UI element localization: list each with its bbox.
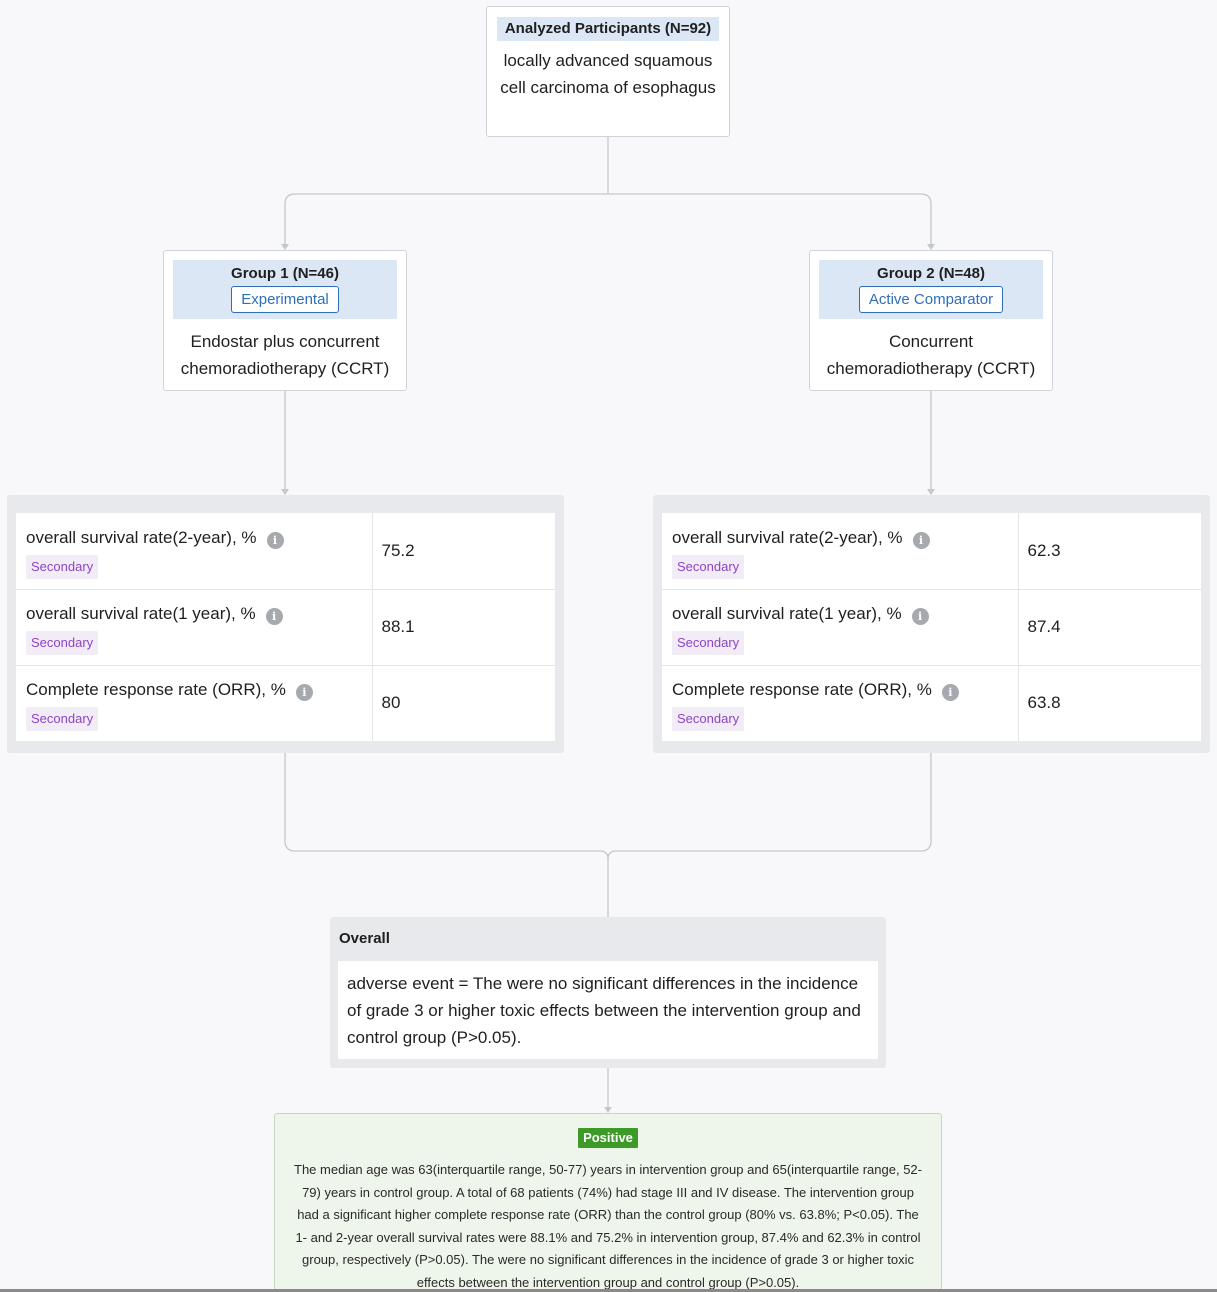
table-row: overall survival rate(2-year), % i Second… (662, 513, 1201, 589)
positive-badge: Positive (578, 1128, 638, 1148)
outcome-type-badge: Secondary (26, 555, 98, 579)
table-row: Complete response rate (ORR), % i Seconda… (16, 665, 555, 741)
group-2-outcomes-panel: overall survival rate(2-year), % i Second… (653, 495, 1210, 753)
outcome-type-badge: Secondary (26, 707, 98, 731)
info-icon[interactable]: i (913, 532, 930, 549)
outcome-label-cell: overall survival rate(1 year), % i Second… (662, 589, 1018, 665)
outcome-name: overall survival rate(2-year), % (26, 525, 257, 551)
outcome-label-cell: Complete response rate (ORR), % i Seconda… (16, 665, 372, 741)
group-1-arm-tag: Experimental (231, 286, 339, 313)
table-row: overall survival rate(2-year), % i Second… (16, 513, 555, 589)
group-1-outcomes-table: overall survival rate(2-year), % i Second… (16, 513, 555, 741)
outcome-name: Complete response rate (ORR), % (26, 677, 286, 703)
outcome-name: overall survival rate(1 year), % (26, 601, 256, 627)
outcome-value: 88.1 (372, 589, 555, 665)
overall-title: Overall (338, 917, 878, 961)
outcome-name: overall survival rate(2-year), % (672, 525, 903, 551)
outcome-type-badge: Secondary (26, 631, 98, 655)
participants-box: Analyzed Participants (N=92) locally adv… (486, 6, 730, 137)
outcome-name: Complete response rate (ORR), % (672, 677, 932, 703)
outcome-label-cell: overall survival rate(2-year), % i Second… (16, 513, 372, 589)
outcome-value: 80 (372, 665, 555, 741)
outcome-type-badge: Secondary (672, 707, 744, 731)
group-2-title: Group 2 (N=48) (819, 264, 1043, 284)
group-1-outcomes-panel: overall survival rate(2-year), % i Second… (7, 495, 564, 753)
info-icon[interactable]: i (912, 608, 929, 625)
group-1-title: Group 1 (N=46) (173, 264, 397, 284)
participants-description: locally advanced squamous cell carcinoma… (487, 41, 729, 101)
table-row: Complete response rate (ORR), % i Seconda… (662, 665, 1201, 741)
group-2-header: Group 2 (N=48) Active Comparator (819, 260, 1043, 319)
outcome-label-cell: Complete response rate (ORR), % i Seconda… (662, 665, 1018, 741)
outcome-value: 75.2 (372, 513, 555, 589)
outcome-type-badge: Secondary (672, 631, 744, 655)
overall-box: Overall adverse event = The were no sign… (330, 917, 886, 1068)
outcome-value: 87.4 (1018, 589, 1201, 665)
outcome-name: overall survival rate(1 year), % (672, 601, 902, 627)
group-2-box: Group 2 (N=48) Active Comparator Concurr… (809, 250, 1053, 391)
group-2-intervention: Concurrent chemoradiotherapy (CCRT) (810, 319, 1052, 382)
outcome-value: 62.3 (1018, 513, 1201, 589)
outcome-label-cell: overall survival rate(1 year), % i Second… (16, 589, 372, 665)
group-1-box: Group 1 (N=46) Experimental Endostar plu… (163, 250, 407, 391)
group-2-arm-tag: Active Comparator (859, 286, 1003, 313)
info-icon[interactable]: i (942, 684, 959, 701)
info-icon[interactable]: i (267, 532, 284, 549)
group-1-intervention: Endostar plus concurrent chemoradiothera… (164, 319, 406, 382)
conclusion-box: Positive The median age was 63(interquar… (274, 1113, 942, 1292)
overall-text: adverse event = The were no significant … (338, 961, 878, 1059)
info-icon[interactable]: i (266, 608, 283, 625)
table-row: overall survival rate(1 year), % i Second… (662, 589, 1201, 665)
table-row: overall survival rate(1 year), % i Second… (16, 589, 555, 665)
group-1-header: Group 1 (N=46) Experimental (173, 260, 397, 319)
outcome-label-cell: overall survival rate(2-year), % i Second… (662, 513, 1018, 589)
outcome-type-badge: Secondary (672, 555, 744, 579)
info-icon[interactable]: i (296, 684, 313, 701)
outcome-value: 63.8 (1018, 665, 1201, 741)
participants-title: Analyzed Participants (N=92) (497, 17, 719, 41)
group-2-outcomes-table: overall survival rate(2-year), % i Second… (662, 513, 1201, 741)
conclusion-text: The median age was 63(interquartile rang… (275, 1148, 941, 1292)
